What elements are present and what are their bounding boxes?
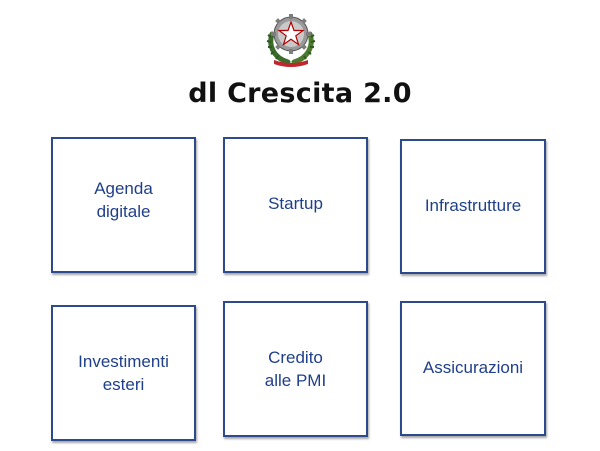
tile-label: Startup [268,193,323,213]
tile-label: Assicurazioni [422,358,524,377]
tile-label: Investimenti esteri [78,352,169,394]
tile-label: Infrastrutture [424,196,522,215]
tile-credito-alle-pmi[interactable]: Credito alle PMI [223,301,368,437]
tile-assicurazioni[interactable]: Assicurazioni [400,301,546,436]
tile-investimenti-esteri[interactable]: Investimenti esteri [51,305,196,441]
tile-label: Agenda digitale [94,179,153,221]
italian-republic-emblem-icon [262,4,320,68]
tile-infrastrutture[interactable]: Infrastrutture [400,139,546,274]
page-title: dl Crescita 2.0 [188,78,412,109]
tile-agenda-digitale[interactable]: Agenda digitale [51,137,196,273]
tile-label: Credito alle PMI [264,348,327,390]
tile-startup[interactable]: Startup [223,137,368,273]
